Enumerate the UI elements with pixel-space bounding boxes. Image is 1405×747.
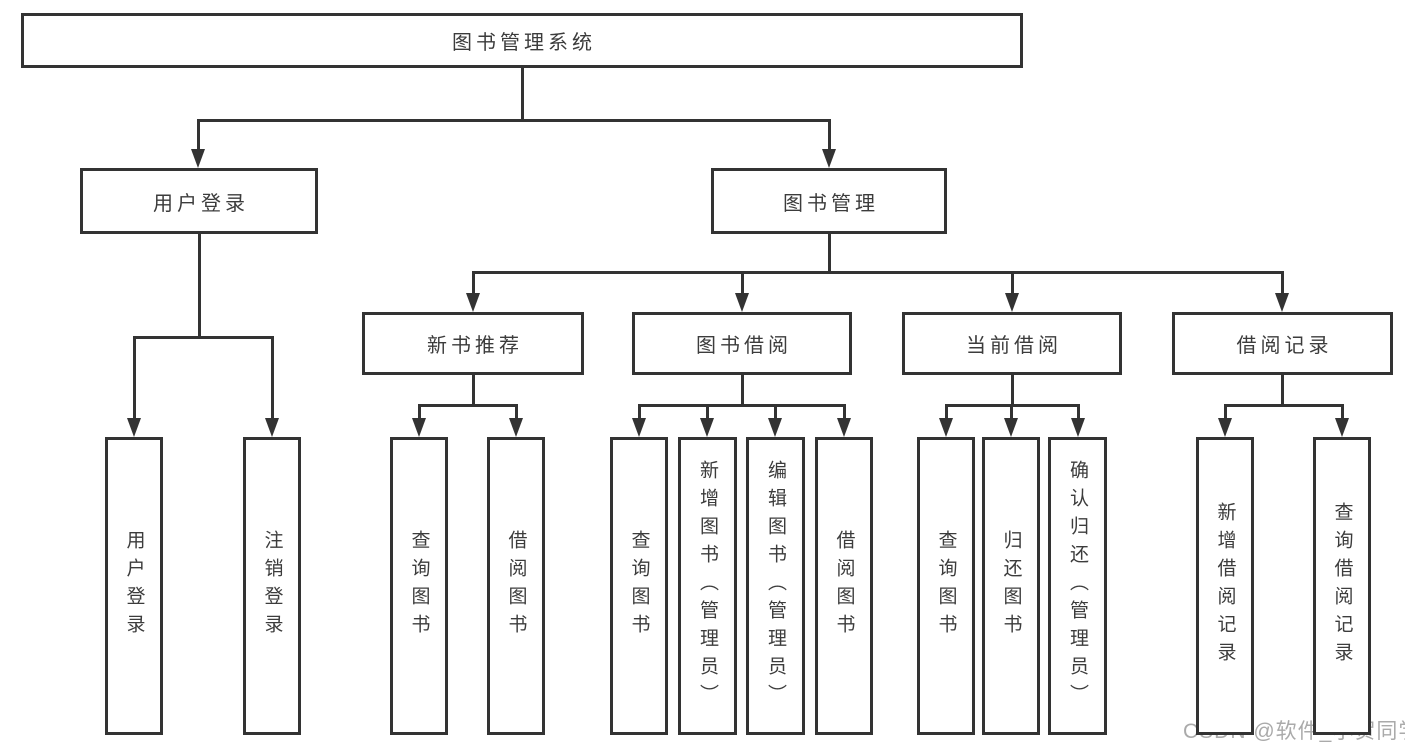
connector-line (740, 272, 744, 295)
connector-line (196, 118, 831, 122)
connector-line (705, 405, 709, 420)
node-label: 编辑图书（管理员） (765, 460, 786, 712)
connector-line (827, 120, 831, 151)
node-leaf-query-book-a: 查询图书 (390, 437, 448, 735)
arrow-down-icon (127, 418, 141, 437)
connector-line (471, 272, 475, 295)
node-label: 借阅记录 (1236, 335, 1333, 357)
connector-line (1340, 405, 1344, 420)
connector-line (740, 375, 744, 405)
node-user-login: 用户登录 (80, 168, 318, 234)
node-leaf-query-borrow-record: 查询借阅记录 (1313, 437, 1371, 735)
arrow-down-icon (822, 149, 836, 168)
node-label: 用户登录 (153, 192, 249, 215)
node-label: 查询图书 (935, 530, 957, 642)
node-label: 查询图书 (408, 530, 430, 642)
arrow-down-icon (632, 418, 646, 437)
node-leaf-logout: 注销登录 (243, 437, 301, 735)
connector-line (827, 234, 831, 272)
node-new-book-rec: 新书推荐 (362, 312, 584, 375)
connector-line (132, 337, 136, 420)
connector-line (842, 405, 846, 420)
connector-line (471, 270, 1284, 274)
arrow-down-icon (191, 149, 205, 168)
connector-line (417, 405, 421, 420)
connector-line (637, 405, 641, 420)
connector-line (417, 403, 518, 407)
connector-line (270, 337, 274, 420)
connector-line (471, 375, 475, 405)
node-leaf-borrow-book-b: 借阅图书 (815, 437, 873, 735)
connector-line (637, 403, 846, 407)
node-current-borrow: 当前借阅 (902, 312, 1122, 375)
connector-line (132, 335, 274, 339)
node-label: 新增借阅记录 (1214, 502, 1236, 670)
node-leaf-return-book: 归还图书 (982, 437, 1040, 735)
arrow-down-icon (412, 418, 426, 437)
arrow-down-icon (1275, 293, 1289, 312)
node-label: 图书管理系统 (452, 32, 596, 54)
arrow-down-icon (1005, 293, 1019, 312)
node-label: 新书推荐 (427, 335, 523, 357)
node-leaf-edit-book-admin: 编辑图书（管理员） (746, 437, 805, 735)
node-label: 用户登录 (123, 530, 145, 642)
connector-line (1280, 272, 1284, 295)
arrow-down-icon (1335, 418, 1349, 437)
node-leaf-confirm-return-admin: 确认归还（管理员） (1048, 437, 1107, 735)
arrow-down-icon (1071, 418, 1085, 437)
node-leaf-query-book-b: 查询图书 (610, 437, 668, 735)
arrow-down-icon (700, 418, 714, 437)
node-book-mgmt: 图书管理 (711, 168, 947, 234)
node-root: 图书管理系统 (21, 13, 1023, 68)
connector-line (520, 68, 524, 120)
node-label: 图书借阅 (696, 335, 792, 357)
connector-line (1076, 405, 1080, 420)
node-label: 当前借阅 (966, 335, 1062, 357)
node-leaf-add-book-admin: 新增图书（管理员） (678, 437, 737, 735)
arrow-down-icon (1004, 418, 1018, 437)
connector-line (514, 405, 518, 420)
node-label: 图书管理 (783, 192, 879, 215)
node-leaf-query-book-c: 查询图书 (917, 437, 975, 735)
arrow-down-icon (735, 293, 749, 312)
connector-line (1223, 405, 1227, 420)
connector-line (197, 234, 201, 337)
node-leaf-borrow-book-a: 借阅图书 (487, 437, 545, 735)
node-leaf-user-login: 用户登录 (105, 437, 163, 735)
arrow-down-icon (768, 418, 782, 437)
connector-line (1223, 403, 1344, 407)
connector-line (1280, 375, 1284, 405)
connector-line (944, 405, 948, 420)
node-label: 查询借阅记录 (1331, 502, 1353, 670)
node-label: 查询图书 (628, 530, 650, 642)
connector-line (1010, 375, 1014, 405)
node-label: 借阅图书 (505, 530, 527, 642)
connector-line (1009, 405, 1013, 420)
node-label: 新增图书（管理员） (697, 460, 718, 712)
arrow-down-icon (265, 418, 279, 437)
node-label: 确认归还（管理员） (1067, 460, 1088, 712)
arrow-down-icon (1218, 418, 1232, 437)
node-leaf-add-borrow-record: 新增借阅记录 (1196, 437, 1254, 735)
node-label: 注销登录 (261, 530, 283, 642)
connector-line (196, 120, 200, 151)
node-label: 借阅图书 (833, 530, 855, 642)
node-book-borrow: 图书借阅 (632, 312, 852, 375)
arrow-down-icon (837, 418, 851, 437)
connector-line (1010, 272, 1014, 295)
arrow-down-icon (939, 418, 953, 437)
node-label: 归还图书 (1000, 530, 1022, 642)
node-borrow-record: 借阅记录 (1172, 312, 1393, 375)
connector-line (773, 405, 777, 420)
arrow-down-icon (509, 418, 523, 437)
arrow-down-icon (466, 293, 480, 312)
